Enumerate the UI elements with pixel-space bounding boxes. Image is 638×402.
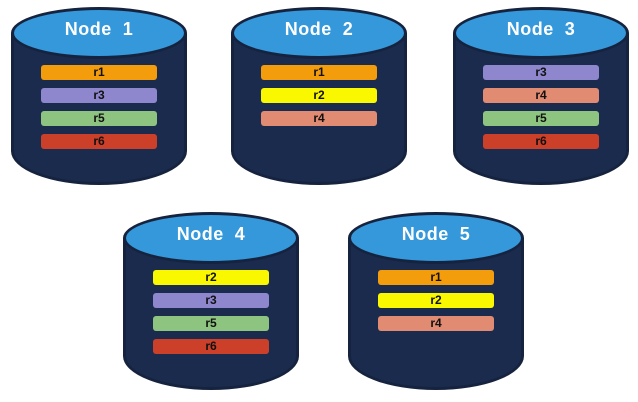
replica-bar-r1[interactable]: r1 xyxy=(41,65,157,80)
replica-bar-r3[interactable]: r3 xyxy=(41,88,157,103)
replica-bar-r5[interactable]: r5 xyxy=(483,111,599,126)
replica-list-2: r1 r2 r4 xyxy=(261,65,377,126)
replica-bar-r3[interactable]: r3 xyxy=(153,293,269,308)
replica-bar-r1[interactable]: r1 xyxy=(261,65,377,80)
node-title-2: Node 2 xyxy=(284,19,354,39)
node-cylinder-5[interactable]: Node 5 r1 r2 r4 xyxy=(345,210,527,395)
replica-list-5: r1 r2 r4 xyxy=(378,270,494,331)
replica-bar-r6[interactable]: r6 xyxy=(483,134,599,149)
node-top-ellipse-4 xyxy=(123,212,299,264)
node-cylinder-4[interactable]: Node 4 r2 r3 r5 r6 xyxy=(120,210,302,395)
replica-bar-r4[interactable]: r4 xyxy=(483,88,599,103)
replica-bar-r2[interactable]: r2 xyxy=(153,270,269,285)
node-top-ellipse-1 xyxy=(11,7,187,59)
node-title-1: Node 1 xyxy=(64,19,134,39)
replica-list-1: r1 r3 r5 r6 xyxy=(41,65,157,149)
node-cylinder-3[interactable]: Node 3 r3 r4 r5 r6 xyxy=(450,5,632,190)
node-cylinder-2[interactable]: Node 2 r1 r2 r4 xyxy=(228,5,410,190)
node-top-ellipse-2 xyxy=(231,7,407,59)
node-body-3 xyxy=(453,33,629,185)
replica-bar-r4[interactable]: r4 xyxy=(378,316,494,331)
replica-bar-r4[interactable]: r4 xyxy=(261,111,377,126)
replica-bar-r5[interactable]: r5 xyxy=(153,316,269,331)
replica-bar-r2[interactable]: r2 xyxy=(378,293,494,308)
replica-list-3: r3 r4 r5 r6 xyxy=(483,65,599,149)
node-top-ellipse-5 xyxy=(348,212,524,264)
replica-list-4: r2 r3 r5 r6 xyxy=(153,270,269,354)
replica-bar-r6[interactable]: r6 xyxy=(153,339,269,354)
node-title-5: Node 5 xyxy=(401,224,471,244)
replica-bar-r1[interactable]: r1 xyxy=(378,270,494,285)
node-top-ellipse-3 xyxy=(453,7,629,59)
replica-bar-r5[interactable]: r5 xyxy=(41,111,157,126)
replica-bar-r3[interactable]: r3 xyxy=(483,65,599,80)
node-cylinder-1[interactable]: Node 1 r1 r3 r5 r6 xyxy=(8,5,190,190)
replica-bar-r2[interactable]: r2 xyxy=(261,88,377,103)
replica-bar-r6[interactable]: r6 xyxy=(41,134,157,149)
node-title-4: Node 4 xyxy=(176,224,246,244)
node-title-3: Node 3 xyxy=(506,19,576,39)
